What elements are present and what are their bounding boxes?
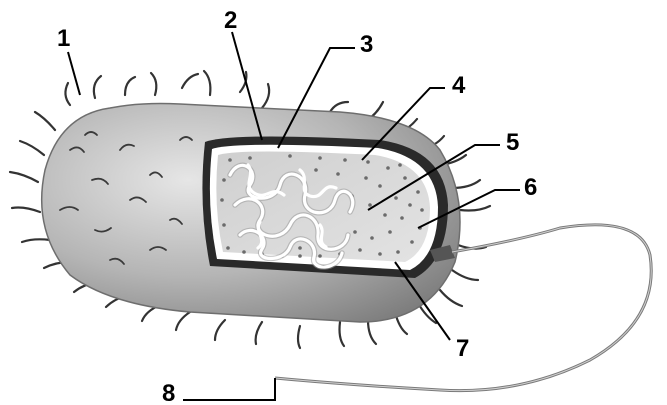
ribosome-dot (378, 184, 382, 188)
ribosome-dot (420, 208, 424, 212)
ribosome-dot (318, 254, 322, 258)
ribosome-dot (242, 250, 246, 254)
ribosome-dot (408, 203, 412, 207)
ribosome-dot (314, 168, 318, 172)
ribosome-dot (228, 158, 232, 162)
label-2: 2 (224, 7, 237, 34)
ribosome-dot (353, 230, 357, 234)
ribosome-dot (288, 154, 292, 158)
ribosome-dot (358, 248, 362, 252)
ribosome-dot (368, 203, 372, 207)
ribosome-dot (298, 254, 302, 258)
label-1: 1 (57, 25, 70, 52)
ribosome-dot (364, 176, 368, 180)
ribosome-dot (343, 158, 347, 162)
ribosome-dot (248, 156, 252, 160)
ribosome-dot (383, 213, 387, 217)
label-3: 3 (360, 31, 373, 58)
ribosome-dot (370, 236, 374, 240)
ribosome-dot (298, 246, 302, 250)
ribosome-dot (410, 240, 414, 244)
ribosome-dot (394, 196, 398, 200)
ribosome-dot (366, 160, 370, 164)
ribosome-dot (226, 246, 230, 250)
label-4: 4 (452, 72, 466, 99)
ribosome-dot (403, 176, 407, 180)
ribosome-dot (378, 252, 382, 256)
ribosome-dot (222, 178, 226, 182)
ribosome-dot (318, 156, 322, 160)
ribosome-dot (416, 190, 420, 194)
label-6: 6 (524, 174, 537, 201)
ribosome-dot (400, 216, 404, 220)
ribosome-dot (336, 172, 340, 176)
label-7: 7 (456, 335, 469, 362)
ribosome-dot (398, 163, 402, 167)
ribosome-dot (220, 198, 224, 202)
label-5: 5 (506, 129, 519, 156)
ribosome-dot (396, 250, 400, 254)
ribosome-dot (386, 166, 390, 170)
ribosome-dot (388, 230, 392, 234)
label-8: 8 (162, 380, 175, 405)
ribosome-dot (222, 223, 226, 227)
